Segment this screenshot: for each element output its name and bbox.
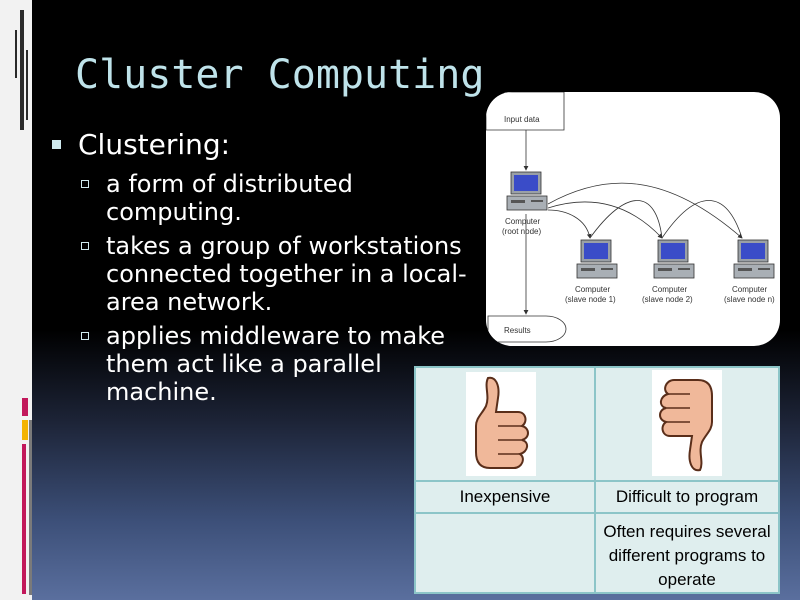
slave-computer-icon <box>653 239 695 279</box>
results-label: Results <box>504 326 531 335</box>
cluster-diagram: Input data Computer (root node) Computer… <box>486 92 780 346</box>
sub-bullet-marker-icon <box>81 180 89 188</box>
sub-bullet-marker-icon <box>81 242 89 250</box>
sub-bullet-text: a form of distributed computing. <box>106 170 353 226</box>
slave-node-label-2: (slave node n) <box>724 295 775 304</box>
sub-bullet-list: a form of distributed computing. takes a… <box>48 170 478 406</box>
bullet-marker-icon <box>52 140 61 149</box>
table-divider <box>416 512 778 514</box>
sub-bullet: applies middleware to make them act like… <box>48 322 478 406</box>
bullet-clustering: Clustering: <box>48 128 478 162</box>
input-data-shape <box>486 92 565 131</box>
slave-node-label-1: Computer <box>732 285 767 294</box>
sub-bullet-text: takes a group of workstations connected … <box>106 232 467 316</box>
thumbs-down-icon <box>652 370 722 476</box>
slave-node-label-1: Computer <box>575 285 610 294</box>
slave-computer-icon <box>576 239 618 279</box>
slave-node-label-2: (slave node 2) <box>642 295 693 304</box>
sub-bullet-text: applies middleware to make them act like… <box>106 322 446 406</box>
sub-bullet: takes a group of workstations connected … <box>48 232 478 316</box>
slave-computer-icon <box>733 239 775 279</box>
sub-bullet: a form of distributed computing. <box>48 170 478 226</box>
con-detail-cell: Often requires several different program… <box>603 522 771 589</box>
thumbs-up-icon <box>466 372 536 476</box>
input-data-label: Input data <box>504 115 540 124</box>
slide-title: Cluster Computing <box>75 52 485 98</box>
decorative-stripes <box>0 0 32 600</box>
root-computer-icon <box>506 171 548 211</box>
results-shape <box>487 315 567 343</box>
root-node-label-2: (root node) <box>502 227 541 236</box>
pros-cons-table: Inexpensive Difficult to program Often r… <box>414 366 780 594</box>
sub-bullet-marker-icon <box>81 332 89 340</box>
con-cell: Difficult to program <box>615 487 759 506</box>
slave-node-label-1: Computer <box>652 285 687 294</box>
pro-cell: Inexpensive <box>459 487 551 506</box>
slave-node-label-2: (slave node 1) <box>565 295 616 304</box>
root-node-label-1: Computer <box>505 217 540 226</box>
table-divider <box>416 480 778 482</box>
bullet-list: Clustering: a form of distributed comput… <box>48 128 478 412</box>
bullet-text: Clustering: <box>78 128 231 161</box>
